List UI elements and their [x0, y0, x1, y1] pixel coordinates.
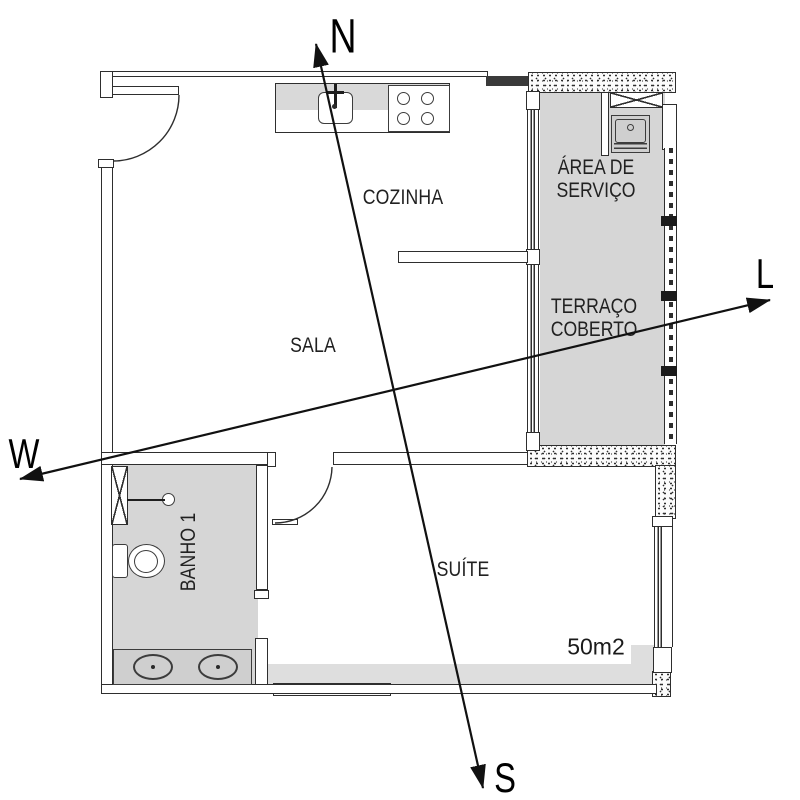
top-left-corner-wall: [100, 71, 113, 98]
burner-icon: [397, 92, 410, 105]
compass-south-label: S: [494, 754, 516, 800]
suite-door-arc: [274, 466, 333, 524]
kitchen-label: COZINHA: [362, 186, 444, 209]
service-area-line2: SERVIÇO: [556, 179, 636, 202]
bathroom-wall-cap: [254, 590, 269, 599]
duct-shaft-icon: [610, 92, 663, 108]
basin-drain-icon: [151, 665, 155, 669]
hatched-wall-suite-top: [527, 445, 676, 467]
kitchen-passage-beam: [486, 76, 528, 86]
entry-door-arc: [112, 94, 180, 162]
laundry-tank-basin: [615, 119, 646, 143]
bathroom-shaft-icon: [111, 466, 128, 525]
bathroom-doorway-post: [255, 638, 268, 685]
covered-terrace-line2: COBERTO: [550, 318, 638, 341]
suite-window-post: [653, 647, 672, 673]
kitchen-service-window: [527, 110, 539, 249]
shower-arm-icon: [127, 499, 165, 501]
bathroom-top-wall: [101, 452, 268, 465]
bathroom-right-wall: [256, 465, 268, 590]
basin-drain-icon: [216, 665, 220, 669]
burner-icon: [421, 112, 434, 125]
faucet-icon: [332, 104, 337, 109]
hatched-wall-right-column: [655, 465, 676, 519]
covered-terrace-label: TERRAÇO COBERTO: [551, 295, 638, 341]
bathroom-label: BANHO 1: [177, 512, 200, 592]
kitchen-stub-wall: [398, 251, 528, 263]
suite-door-leaf: [272, 519, 298, 525]
suite-label: SUÍTE: [436, 558, 490, 581]
suite-top-wall: [333, 452, 528, 465]
service-area-line1: ÁREA DE: [557, 156, 635, 179]
living-room-label: SALA: [290, 334, 336, 357]
tank-washboard-icon: [614, 143, 647, 153]
toilet-bowl-inner: [134, 550, 158, 573]
suite-floor-strip: [265, 664, 654, 685]
service-nook-wall: [601, 92, 609, 156]
railing-post: [661, 366, 677, 376]
entry-door-leaf: [112, 86, 179, 95]
compass-west-label: W: [8, 430, 40, 477]
glass-wall-cap-top: [526, 91, 540, 110]
suite-window: [654, 527, 673, 647]
entry-door-jamb: [98, 159, 114, 168]
tank-drain-icon: [627, 124, 634, 131]
suite-door-jamb: [267, 452, 276, 467]
top-wall: [100, 71, 488, 77]
glass-wall-cap-middle: [526, 249, 540, 265]
faucet-icon: [327, 91, 344, 94]
hatched-wall-top-right: [528, 72, 676, 93]
burner-icon: [397, 112, 410, 125]
burner-icon: [421, 92, 434, 105]
covered-terrace-line1: TERRAÇO: [550, 295, 638, 318]
glass-wall-cap-bottom: [526, 432, 540, 451]
suite-window-cap-top: [652, 516, 673, 527]
bottom-wall: [101, 684, 657, 694]
railing-post: [661, 216, 677, 226]
compass-east-label: L: [755, 250, 775, 297]
stove-icon: [388, 85, 450, 132]
suite-area-label: 50m2: [567, 633, 625, 660]
toilet-tank-icon: [112, 544, 128, 578]
terrace-top-right-wall: [662, 104, 677, 150]
left-wall: [101, 159, 113, 694]
service-area-label: ÁREA DE SERVIÇO: [556, 156, 635, 202]
suite-floor-step: [631, 645, 654, 670]
living-terrace-glass-door: [527, 265, 539, 432]
compass-north-label: N: [329, 10, 357, 64]
railing-post: [661, 291, 677, 301]
